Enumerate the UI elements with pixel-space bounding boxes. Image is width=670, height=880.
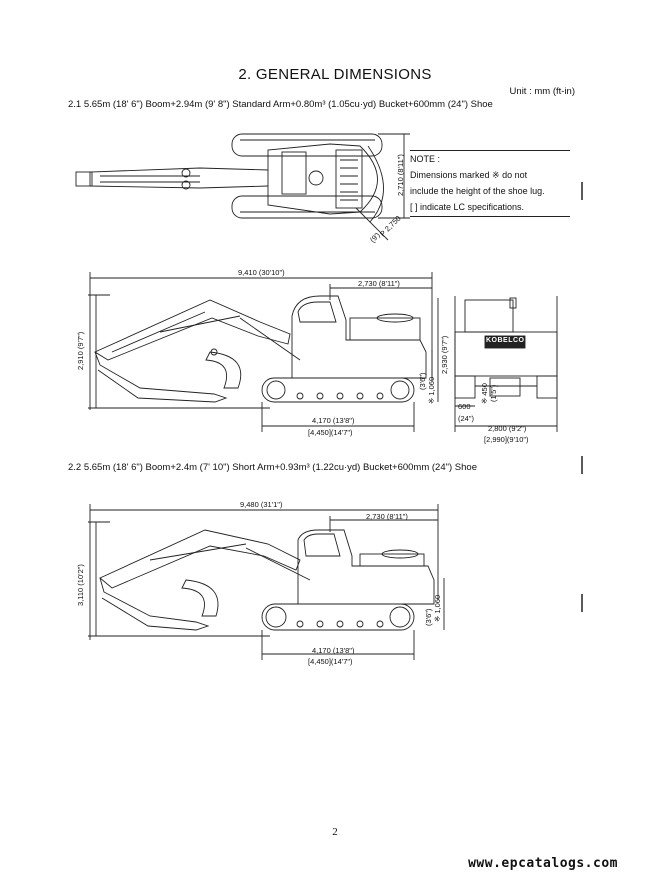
note-box: NOTE : Dimensions marked ※ do not includ… (410, 150, 570, 217)
dim-track-length-2: 4,170 (13'8") (312, 646, 355, 655)
dim-track-length: 4,170 (13'8") (312, 416, 355, 425)
note-line-2: include the height of the shoe lug. (410, 186, 545, 196)
dim-overall-length-2: 9,480 (31'1") (240, 500, 283, 509)
dim-clearance-ft-2: (3'6") (424, 608, 433, 626)
dim-cab-height: 2,930 (9'7") (440, 335, 449, 374)
section-title: 2. GENERAL DIMENSIONS (238, 66, 432, 83)
dim-overall-length: 9,410 (30'10") (238, 268, 285, 277)
note-line-1: Dimensions marked ※ do not (410, 170, 528, 180)
dim-rear-length: 2,730 (8'11") (358, 279, 400, 288)
dim-height-2: 3,110 (10'2") (76, 564, 85, 606)
section-heading-2-1: 2.1 5.65m (18' 6") Boom+2.94m (9' 8") St… (68, 99, 493, 110)
dim-clearance-mm: ※ 1,060 (427, 376, 436, 404)
dim-shoe-width: 600 (458, 402, 471, 411)
dim-rear-length-2: 2,730 (8'11") (366, 512, 408, 521)
dim-overall-width: 2,800 (9'2") (488, 424, 527, 433)
dim-shoe-width-ft: (24") (458, 414, 474, 423)
dim-overall-width-lc: [2,990](9'10") (484, 435, 529, 444)
dim-clearance-ft: (3'6") (418, 372, 427, 390)
watermark: www.epcatalogs.com (468, 856, 618, 871)
note-line-3: [ ] indicate LC specifications. (410, 202, 525, 212)
dim-ground-clearance-mm: ※ 450 (480, 383, 489, 404)
brand-plate: KOBELCO (486, 337, 525, 344)
side-view-drawing-2 (88, 504, 445, 660)
section-heading-2-2: 2.2 5.65m (18' 6") Boom+2.4m (7' 10") Sh… (68, 462, 477, 473)
dim-track-length-lc: [4,450](14'7") (308, 428, 353, 437)
dim-ground-clearance-ft: (1'5") (489, 384, 498, 402)
dim-top-width: 2,710 (8'11") (396, 154, 405, 196)
dim-track-length-lc-2: [4,450](14'7") (308, 657, 353, 666)
top-view-drawing (75, 133, 410, 241)
note-title: NOTE : (410, 154, 441, 164)
page-number: 2 (332, 826, 338, 838)
dim-height: 2,910 (9'7") (76, 331, 85, 370)
unit-label: Unit : mm (ft-in) (509, 86, 575, 97)
side-view-drawing-1 (88, 272, 439, 432)
front-view-drawing (454, 296, 558, 432)
dim-clearance-mm-2: ※ 1,060 (433, 594, 442, 622)
